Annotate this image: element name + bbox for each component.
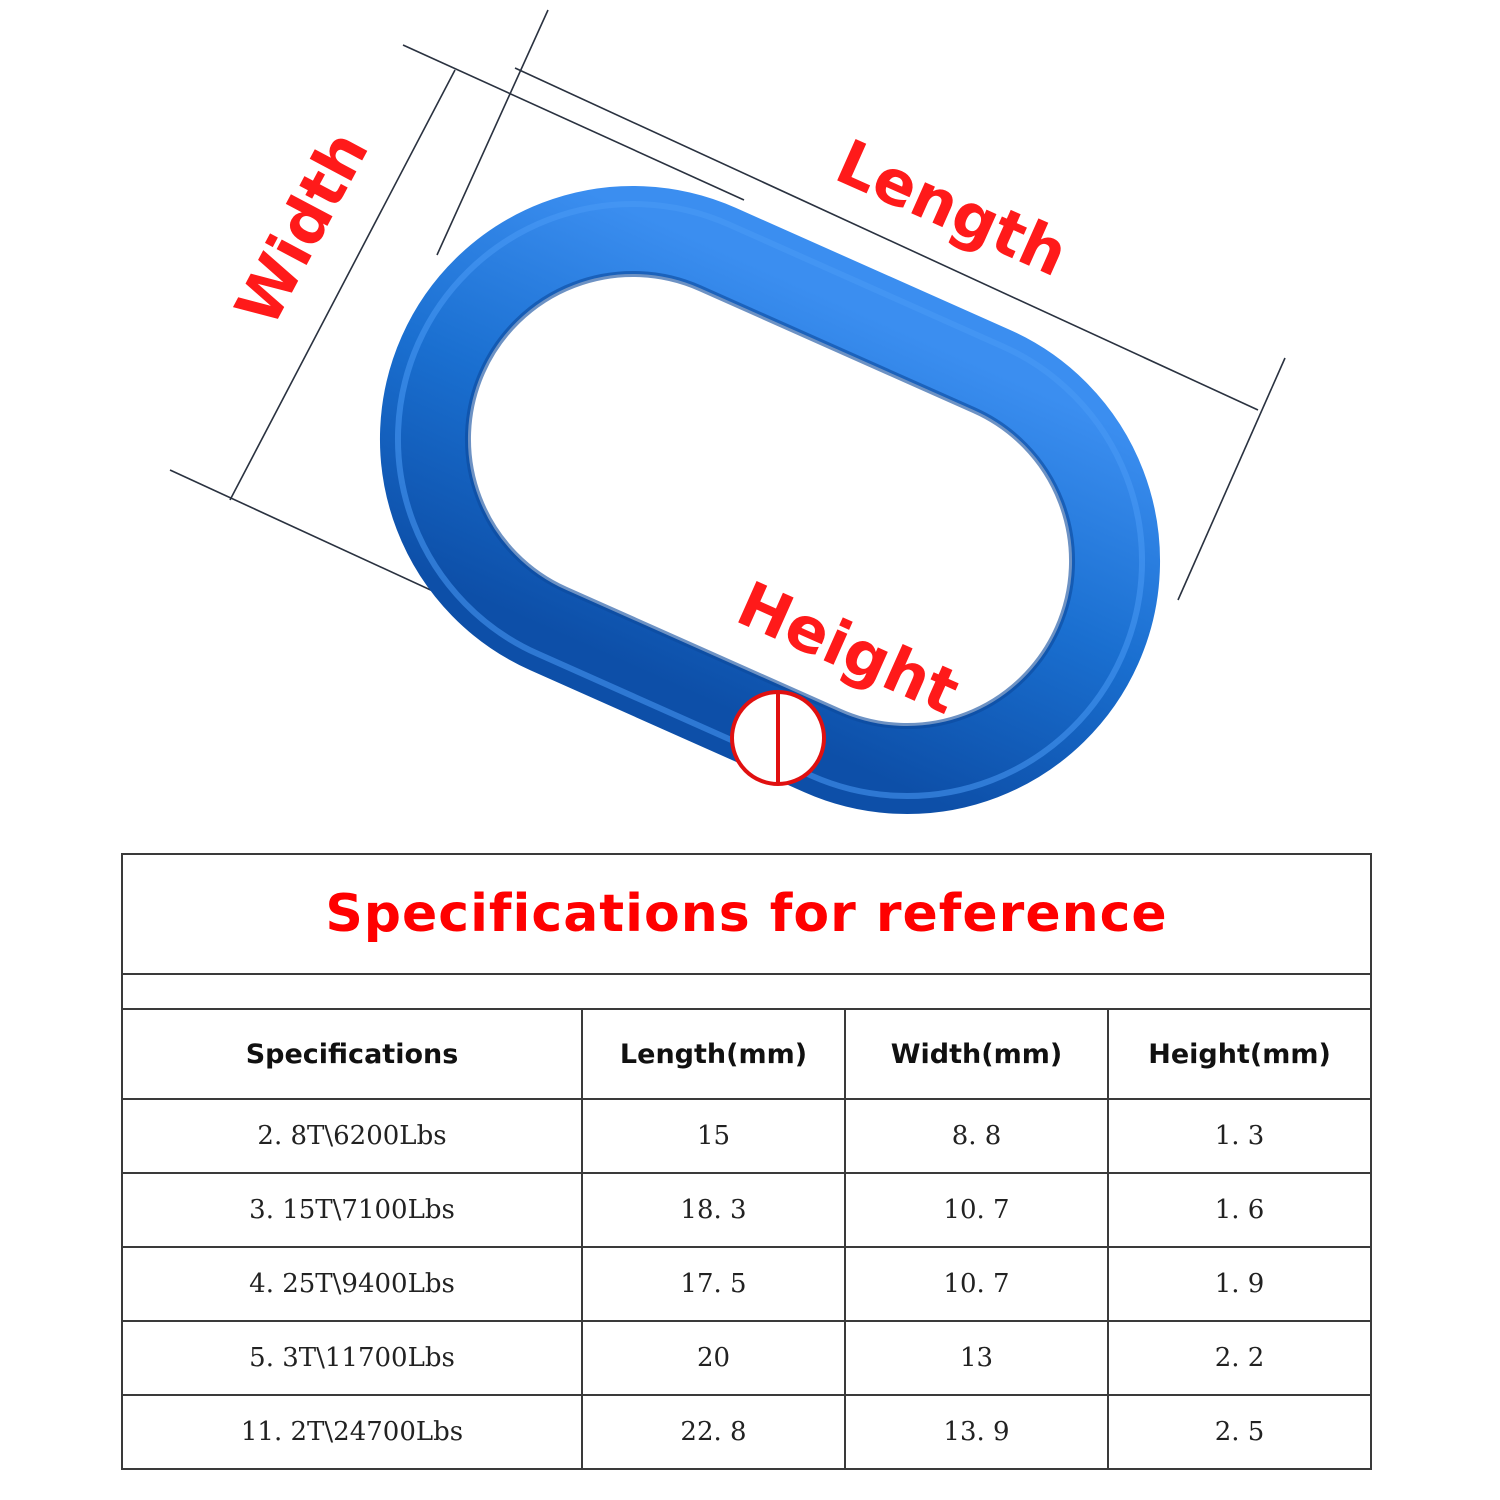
table-row: 3. 15T\7100Lbs 18. 3 10. 7 1. 6 — [121, 1172, 1373, 1248]
table-title-row: Specifications for reference — [120, 853, 1373, 975]
column-header-specifications: Specifications — [121, 1008, 583, 1100]
table-row: 4. 25T\9400Lbs 17. 5 10. 7 1. 9 — [121, 1246, 1373, 1322]
cell-specification: 4. 25T\9400Lbs — [121, 1246, 583, 1322]
table-row: 2. 8T\6200Lbs 15 8. 8 1. 3 — [121, 1098, 1373, 1174]
cell-specification: 11. 2T\24700Lbs — [121, 1394, 583, 1470]
ring-inner-shade — [464, 270, 1076, 730]
cell-height: 2. 2 — [1106, 1320, 1373, 1396]
dimension-lines — [169, 9, 1286, 611]
column-header-width: Width(mm) — [844, 1008, 1109, 1100]
cell-specification: 5. 3T\11700Lbs — [121, 1320, 583, 1396]
cell-specification: 3. 15T\7100Lbs — [121, 1172, 583, 1248]
oval-ring — [379, 185, 1161, 815]
length-extension-left — [436, 9, 549, 256]
table-header-row: Specifications Length(mm) Width(mm) Heig… — [121, 1008, 1373, 1100]
cell-width: 8. 8 — [844, 1098, 1109, 1174]
length-extension-right — [1177, 357, 1286, 601]
ring-body — [379, 185, 1161, 815]
table-row: 11. 2T\24700Lbs 22. 8 13. 9 2. 5 — [121, 1394, 1373, 1470]
length-dimension-line — [514, 67, 1259, 411]
cell-length: 15 — [581, 1098, 846, 1174]
cell-specification: 2. 8T\6200Lbs — [121, 1098, 583, 1174]
cell-length: 22. 8 — [581, 1394, 846, 1470]
table-row: 5. 3T\11700Lbs 20 13 2. 2 — [121, 1320, 1373, 1396]
table-title: Specifications for reference — [120, 853, 1373, 975]
width-extension-bottom — [169, 469, 475, 611]
table-spacer — [120, 973, 1373, 1010]
specifications-table: Specifications for reference Specificati… — [120, 853, 1373, 1470]
width-extension-top — [402, 44, 745, 201]
ring-highlight — [394, 200, 1146, 800]
column-header-length: Length(mm) — [581, 1008, 846, 1100]
cell-height: 1. 3 — [1106, 1098, 1373, 1174]
cell-height: 2. 5 — [1106, 1394, 1373, 1470]
cell-length: 17. 5 — [581, 1246, 846, 1322]
width-label: Width — [221, 119, 383, 337]
cell-width: 13 — [844, 1320, 1109, 1396]
cell-height: 1. 9 — [1106, 1246, 1373, 1322]
cell-width: 10. 7 — [844, 1172, 1109, 1248]
column-header-height: Height(mm) — [1106, 1008, 1373, 1100]
cell-width: 10. 7 — [844, 1246, 1109, 1322]
cell-width: 13. 9 — [844, 1394, 1109, 1470]
master-link-diagram: Length Width Height — [169, 9, 1286, 815]
cell-length: 18. 3 — [581, 1172, 846, 1248]
cell-length: 20 — [581, 1320, 846, 1396]
table-spacer-row — [120, 973, 1373, 1010]
cell-height: 1. 6 — [1106, 1172, 1373, 1248]
width-dimension-line — [229, 69, 456, 501]
height-cross-section-icon — [730, 690, 826, 786]
